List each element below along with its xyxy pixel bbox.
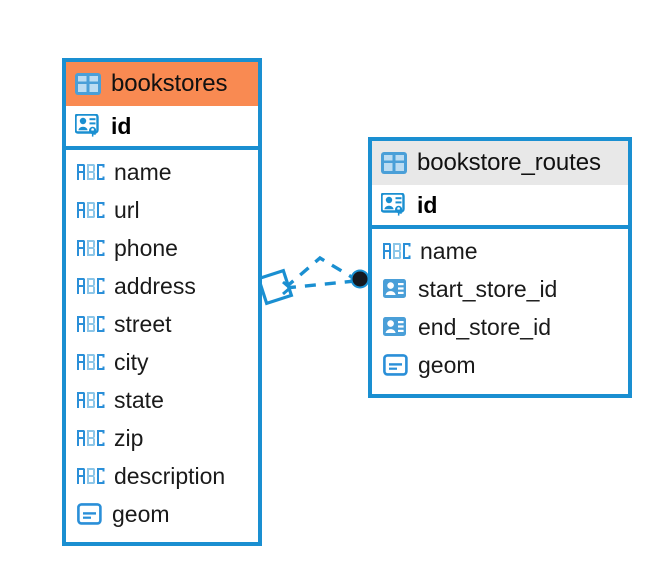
field-label: name [420, 237, 478, 264]
relationship-line-lower [284, 279, 356, 290]
geometry-icon [77, 503, 103, 525]
primary-key-icon [75, 114, 101, 138]
field-label: geom [112, 500, 170, 527]
field-row-state[interactable]: state [66, 381, 258, 419]
field-row-start-store-id[interactable]: start_store_id [372, 270, 628, 308]
abc-text-icon [77, 392, 105, 408]
primary-key-label: id [111, 112, 132, 139]
primary-key-row[interactable]: id [66, 106, 258, 150]
filled-circle-marker [352, 271, 368, 287]
field-row-street[interactable]: street [66, 305, 258, 343]
field-label: name [114, 158, 172, 185]
field-label: state [114, 386, 164, 413]
foreign-key-icon [383, 278, 409, 300]
diamond-marker [256, 268, 294, 306]
field-row-name[interactable]: name [372, 232, 628, 270]
primary-key-icon [381, 193, 407, 217]
field-label: url [114, 196, 140, 223]
entity-title: bookstore_routes [417, 149, 601, 176]
entity-bookstore-routes[interactable]: bookstore_routes id [368, 137, 632, 398]
entity-title: bookstores [111, 70, 228, 97]
table-icon [381, 152, 407, 174]
abc-text-icon [77, 202, 105, 218]
abc-text-icon [77, 430, 105, 446]
abc-text-icon [77, 468, 105, 484]
relationship-line-upper [283, 255, 356, 290]
field-row-description[interactable]: description [66, 457, 258, 495]
field-row-city[interactable]: city [66, 343, 258, 381]
field-label: street [114, 310, 172, 337]
table-icon [75, 73, 101, 95]
entity-header-bookstore-routes[interactable]: bookstore_routes [372, 141, 628, 185]
primary-key-row[interactable]: id [372, 185, 628, 229]
abc-text-icon [383, 243, 411, 259]
entity-bookstores[interactable]: bookstores id [62, 58, 262, 546]
field-row-url[interactable]: url [66, 191, 258, 229]
field-label: description [114, 462, 226, 489]
field-label: geom [418, 351, 476, 378]
target-marker-ring [350, 269, 370, 289]
abc-text-icon [77, 240, 105, 256]
field-row-geom[interactable]: geom [66, 495, 258, 533]
field-label: phone [114, 234, 178, 261]
field-list-bookstore-routes: name start_store_id [372, 229, 628, 387]
field-label: start_store_id [418, 275, 558, 302]
field-row-end-store-id[interactable]: end_store_id [372, 308, 628, 346]
field-list-bookstores: name [66, 150, 258, 536]
abc-text-icon [77, 278, 105, 294]
abc-text-icon [77, 164, 105, 180]
field-label: address [114, 272, 196, 299]
field-row-geom[interactable]: geom [372, 346, 628, 384]
abc-text-icon [77, 354, 105, 370]
diamond-notch [282, 280, 293, 296]
field-label: city [114, 348, 149, 375]
abc-text-icon [77, 316, 105, 332]
field-label: zip [114, 424, 144, 451]
field-label: end_store_id [418, 313, 551, 340]
field-row-phone[interactable]: phone [66, 229, 258, 267]
field-row-zip[interactable]: zip [66, 419, 258, 457]
field-row-name[interactable]: name [66, 153, 258, 191]
primary-key-label: id [417, 191, 438, 218]
entity-header-bookstores[interactable]: bookstores [66, 62, 258, 106]
geometry-icon [383, 354, 409, 376]
field-row-address[interactable]: address [66, 267, 258, 305]
foreign-key-icon [383, 316, 409, 338]
